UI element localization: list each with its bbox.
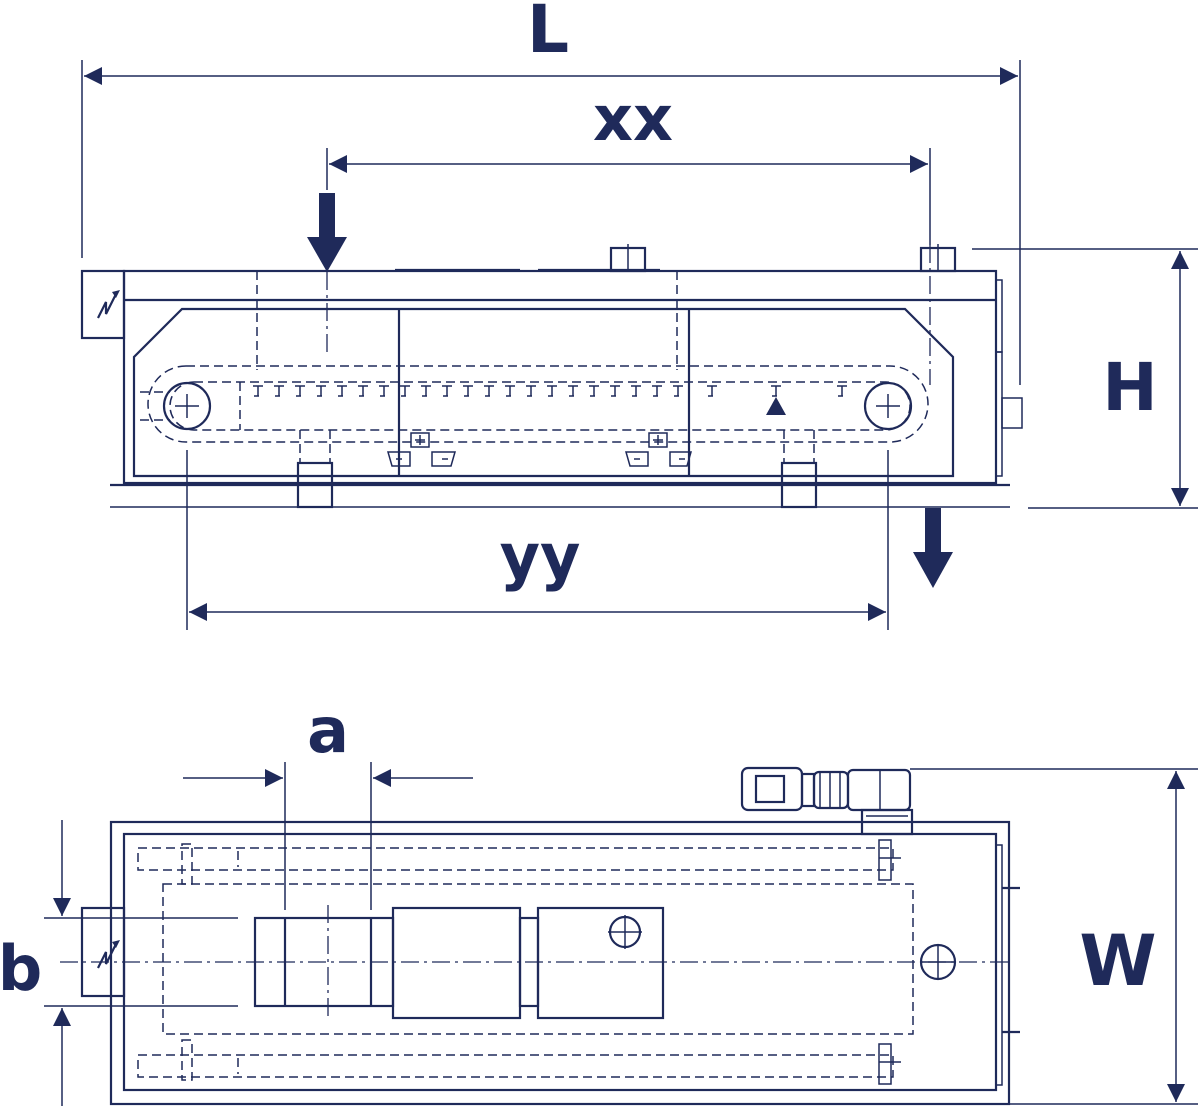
chain-flight [274,385,284,397]
chain-flight [379,385,389,397]
chain-flight [837,385,847,397]
level-marker-icon [766,397,786,415]
chain-flight [526,385,536,397]
chain-flight [463,385,473,397]
drive-sprocket-right [863,381,913,431]
inlet-arrow [307,193,347,272]
chain-loop [140,365,929,467]
drive-sprocket-left [162,381,212,431]
chain-flight [547,385,557,397]
chain-flight [505,385,515,397]
dimension-h: H [972,248,1198,509]
label-xx: xx [593,82,673,155]
plan-view: a b W [0,694,1198,1106]
chain-flight [589,385,599,397]
chain-flight [631,385,641,397]
chain-flight [442,385,452,397]
chain-flight [295,385,305,397]
drive-train-plan [253,905,665,1020]
chain-flight [610,385,620,397]
label-l: L [527,0,569,68]
dimension-yy: yy [186,450,889,630]
chain-flight [358,385,368,397]
tension-bracket-2 [625,432,692,467]
dimension-b: b [0,820,238,1106]
label-h: H [1102,349,1157,426]
label-w: W [1079,920,1156,1002]
chain-flight [652,385,662,397]
dimension-xx: xx [326,82,931,245]
motor-gearbox [740,766,914,836]
chain-flight [421,385,431,397]
lightning-icon [97,940,120,969]
chain-flight [400,385,410,397]
housing-plan [60,820,1020,1106]
chain-flight [253,385,263,397]
side-view: L xx H yy [80,0,1198,630]
electrical-box-plan [80,906,126,998]
label-b: b [0,932,42,1005]
label-a: a [307,694,349,767]
housing-side [110,244,1023,509]
dimension-w: W [910,768,1198,1105]
tension-bracket-1 [387,432,456,467]
lightning-icon [97,290,120,319]
chain-strands-plan [137,839,957,1085]
electrical-box-side [80,269,126,340]
chain-flights [253,385,847,397]
dimension-a: a [183,694,473,910]
chain-flight [337,385,347,397]
chain-flight [673,385,683,397]
chain-flight [484,385,494,397]
label-yy: yy [500,520,581,593]
outlet-arrow [913,508,953,588]
chain-flight [568,385,578,397]
dimension-l: L [81,0,1021,385]
chain-flight [707,385,717,397]
chain-flight [316,385,326,397]
chain-flight [771,385,781,397]
